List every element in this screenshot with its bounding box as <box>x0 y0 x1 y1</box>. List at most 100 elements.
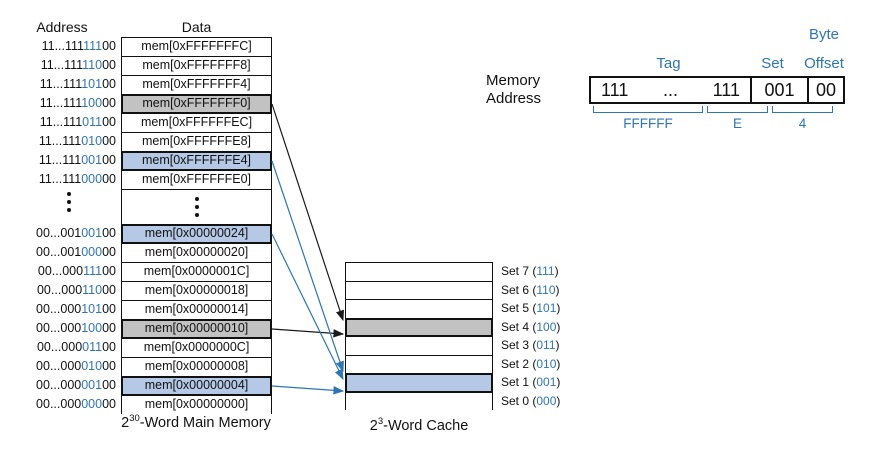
address-tag-bits: 11...111 <box>41 39 84 53</box>
set-label-suffix: ) <box>556 319 561 334</box>
memory-word-row: mem[0xFFFFFFE8] <box>122 133 271 152</box>
caption-text: -Word Cache <box>383 417 469 434</box>
address-tag-bits: 00...000 <box>36 302 82 316</box>
binary-address-label: 11...11100000 <box>6 170 116 189</box>
address-set-bits: 111 <box>83 264 103 278</box>
memory-ellipsis <box>122 190 271 225</box>
byte-field-label: Byte <box>808 26 839 43</box>
binary-address-label: 11...11111100 <box>6 37 116 56</box>
binary-address-label: 11...11111000 <box>6 56 116 75</box>
tag-bits-left: 111 <box>601 79 629 100</box>
address-tag-bits: 00...000 <box>36 283 83 297</box>
set-label-suffix: ) <box>555 338 560 352</box>
data-column-header: Data <box>181 19 212 35</box>
binary-address-label: 11...11110100 <box>6 75 116 94</box>
memory-word-row: mem[0x00000010] <box>122 320 271 339</box>
address-set-bits: 101 <box>81 77 103 91</box>
address-set-bits: 010 <box>81 359 103 373</box>
address-bit-field-box: 111 ... 111 001 00 <box>589 76 845 104</box>
main-memory-table: mem[0xFFFFFFFC]mem[0xFFFFFFF8]mem[0xFFFF… <box>121 37 272 415</box>
cache-table <box>345 262 493 411</box>
address-tag-bits: 11...111 <box>39 77 82 91</box>
set-label-prefix: Set 5 ( <box>501 301 537 315</box>
address-offset-bits: 00 <box>102 226 116 240</box>
address-offset-bits: 00 <box>102 245 116 259</box>
address-tag-bits: 11...111 <box>38 153 82 167</box>
address-tag-bits: 11...111 <box>38 172 82 186</box>
binary-address-label: 00...00100000 <box>6 243 116 262</box>
binary-address-label: 00...00010000 <box>6 319 116 338</box>
ellipsis-dot <box>194 213 199 217</box>
cache-set-row <box>346 281 492 300</box>
memory-word-row: mem[0xFFFFFFF8] <box>122 57 271 76</box>
address-offset-bits: 00 <box>102 134 116 148</box>
address-offset-bits: 00 <box>102 58 116 72</box>
address-set-bits: 101 <box>81 302 103 316</box>
address-tag-bits: 00...000 <box>36 397 82 411</box>
address-offset-bits: 00 <box>102 115 116 129</box>
set-label-bits: 110 <box>536 282 556 297</box>
address-tag-bits: 00...000 <box>36 359 82 373</box>
set-label-suffix: ) <box>555 282 560 297</box>
tag-field-label: Tag <box>656 55 681 72</box>
memory-word-row: mem[0x00000020] <box>122 244 271 263</box>
low-hex-bracket <box>772 106 833 113</box>
cache-set-label: Set 2 (010) <box>501 355 560 374</box>
binary-address-label: 00...00000000 <box>6 395 116 414</box>
cache-set-label: Set 5 (101) <box>501 299 560 318</box>
binary-address-label: 00...00011000 <box>6 281 116 300</box>
set-label-bits: 000 <box>536 393 557 408</box>
address-offset-bits: 00 <box>102 264 116 278</box>
cache-set-row <box>346 355 492 374</box>
arrow-memE4-to-set1 <box>271 160 344 373</box>
address-tag-bits: 00...000 <box>37 264 84 278</box>
address-offset-bits: 00 <box>102 283 116 297</box>
address-offset-bits: 00 <box>102 302 116 316</box>
caption-base: 2 <box>369 417 378 434</box>
address-set-bits: 001 <box>81 226 103 240</box>
caption-exponent: 30 <box>129 413 140 424</box>
set-label-suffix: ) <box>556 301 561 315</box>
address-offset-bits: 00 <box>102 378 116 392</box>
address-tag-bits: 11...111 <box>39 96 82 110</box>
address-set-bits: 010 <box>81 134 103 148</box>
memory-word-row: mem[0xFFFFFFF4] <box>122 76 271 95</box>
address-tag-bits: 00...001 <box>36 245 82 259</box>
address-set-bits: 011 <box>82 115 103 129</box>
address-set-bits: 011 <box>82 340 103 354</box>
low-hex-value: 4 <box>798 116 807 131</box>
address-set-bits: 111 <box>83 39 103 53</box>
set-label-bits: 111 <box>536 264 555 278</box>
cache-set-label: Set 3 (011) <box>501 336 560 355</box>
cache-set-label: Set 6 (110) <box>501 281 560 300</box>
memory-word-row: mem[0x00000008] <box>122 358 271 377</box>
address-offset-bits: 00 <box>102 153 116 167</box>
memory-word-row: mem[0x00000000] <box>122 396 271 415</box>
address-set-bits: 000 <box>81 397 103 411</box>
set-label-prefix: Set 2 ( <box>501 356 537 371</box>
set-label-suffix: ) <box>556 393 561 408</box>
memory-address-label-line1: Memory <box>486 72 541 89</box>
set-label-prefix: Set 7 ( <box>501 264 537 278</box>
cache-set-label: Set 7 (111) <box>501 262 560 281</box>
binary-address-label: 00...00100100 <box>6 224 116 243</box>
set-label-suffix: ) <box>554 264 559 278</box>
memory-word-row: mem[0x00000014] <box>122 301 271 320</box>
address-offset-bits: 00 <box>102 77 116 91</box>
cache-set-row <box>346 300 492 319</box>
binary-address-label: 00...00001100 <box>6 338 116 357</box>
set-label-bits: 011 <box>536 338 556 352</box>
memory-word-row: mem[0xFFFFFFEC] <box>122 114 271 133</box>
address-tag-bits: 11...111 <box>39 115 83 129</box>
cache-set-row <box>346 392 492 411</box>
address-tag-bits: 00...001 <box>36 226 82 240</box>
binary-address-label: 11...11101000 <box>6 132 116 151</box>
memory-word-row: mem[0xFFFFFFE0] <box>122 171 271 190</box>
memory-word-row: mem[0x00000024] <box>122 225 271 244</box>
address-offset-bits: 00 <box>102 321 116 335</box>
tag-hex-bracket <box>593 106 703 113</box>
offset-bits-cell: 00 <box>807 78 843 102</box>
tag-bits-dots: ... <box>662 79 678 100</box>
memory-word-row: mem[0xFFFFFFF0] <box>122 95 271 114</box>
